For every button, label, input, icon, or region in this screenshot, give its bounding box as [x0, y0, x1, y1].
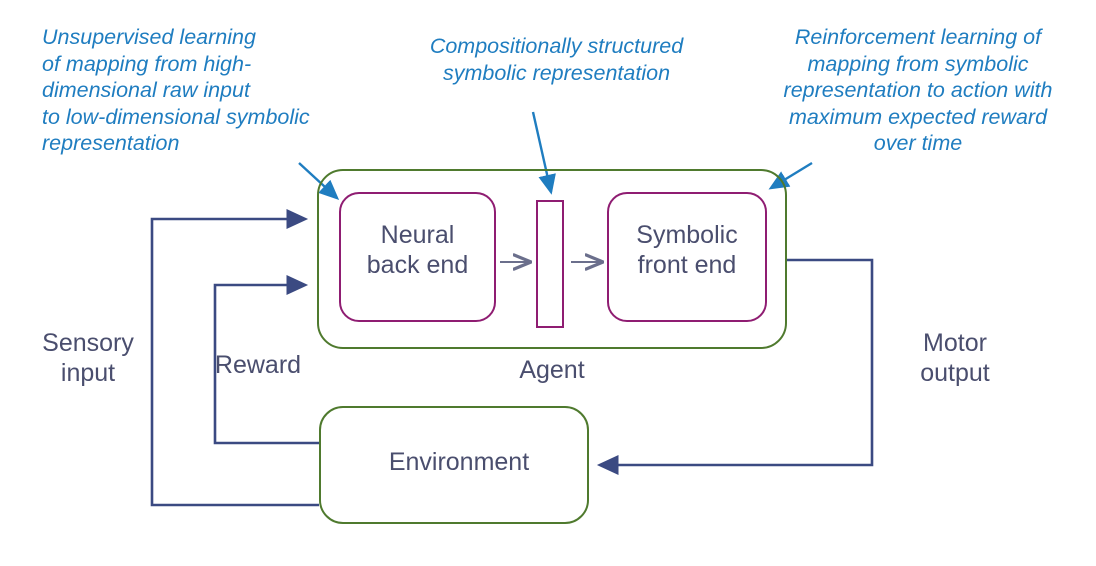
callout-unsupervised-learning: Unsupervised learning of mapping from hi… — [42, 25, 310, 155]
symbolic-front-end-box — [607, 192, 767, 322]
motor-output-label: Motor output — [920, 329, 990, 387]
environment-label: Environment — [388, 448, 530, 476]
sensory-input-label: Sensory input — [42, 329, 134, 387]
environment-box — [319, 406, 589, 524]
callout-compositional-representation: Compositionally structured symbolic repr… — [429, 34, 684, 85]
agent-label: Agent — [519, 356, 585, 384]
neural-back-end-box — [339, 192, 496, 322]
agent-container-box — [317, 169, 787, 349]
symbolic-front-end-label: Symbolic front end — [636, 221, 738, 279]
reward-label: Reward — [214, 351, 302, 379]
symbolic-representation-box — [536, 200, 564, 328]
neural-back-end-label: Neural back end — [366, 221, 469, 279]
callout-reinforcement-learning: Reinforcement learning of mapping from s… — [783, 25, 1053, 155]
